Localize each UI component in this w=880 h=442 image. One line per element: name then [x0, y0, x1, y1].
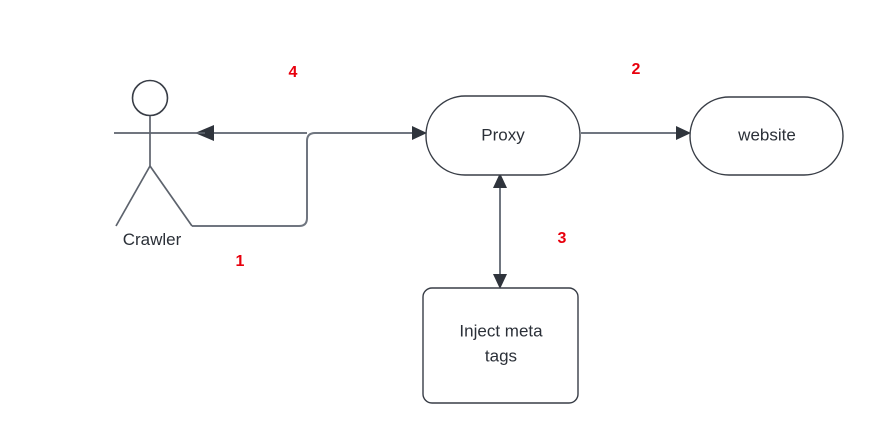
- edge-2-proxy-to-website[interactable]: [581, 126, 691, 140]
- edge-2-arrowhead: [676, 126, 691, 140]
- edge-3-arrowhead-down: [493, 274, 507, 289]
- edge-1-path: [192, 132, 412, 227]
- edge-1-arrowhead: [412, 126, 427, 140]
- edge-3-arrowhead-up: [493, 173, 507, 188]
- step-number-2: 2: [632, 61, 641, 78]
- edge-3-proxy-to-inject-meta-tags[interactable]: [493, 173, 507, 289]
- inject-meta-tags-node[interactable]: Inject meta tags: [422, 287, 579, 404]
- edge-4-proxy-to-crawler[interactable]: [195, 125, 307, 141]
- website-node-shape: [689, 96, 844, 176]
- website-node-label: website: [737, 125, 796, 144]
- step-number-3: 3: [558, 230, 567, 247]
- step-number-1: 1: [236, 253, 245, 270]
- crawler-head-icon: [131, 79, 169, 117]
- crawler-right-leg-line: [149, 165, 193, 227]
- proxy-node-label: Proxy: [481, 125, 525, 144]
- inject-meta-tags-node-shape: [422, 287, 579, 404]
- edge-1-crawler-to-proxy[interactable]: [192, 126, 427, 227]
- proxy-node[interactable]: Proxy: [425, 95, 581, 176]
- proxy-node-shape: [425, 95, 581, 176]
- crawler-label: Crawler: [123, 230, 182, 249]
- step-number-4: 4: [289, 64, 298, 81]
- crawler-actor[interactable]: Crawler: [114, 79, 205, 250]
- inject-meta-tags-label-line-1: Inject meta: [459, 321, 543, 340]
- inject-meta-tags-label-line-2: tags: [485, 346, 517, 365]
- website-node[interactable]: website: [689, 96, 844, 176]
- crawler-left-leg-line: [115, 165, 151, 227]
